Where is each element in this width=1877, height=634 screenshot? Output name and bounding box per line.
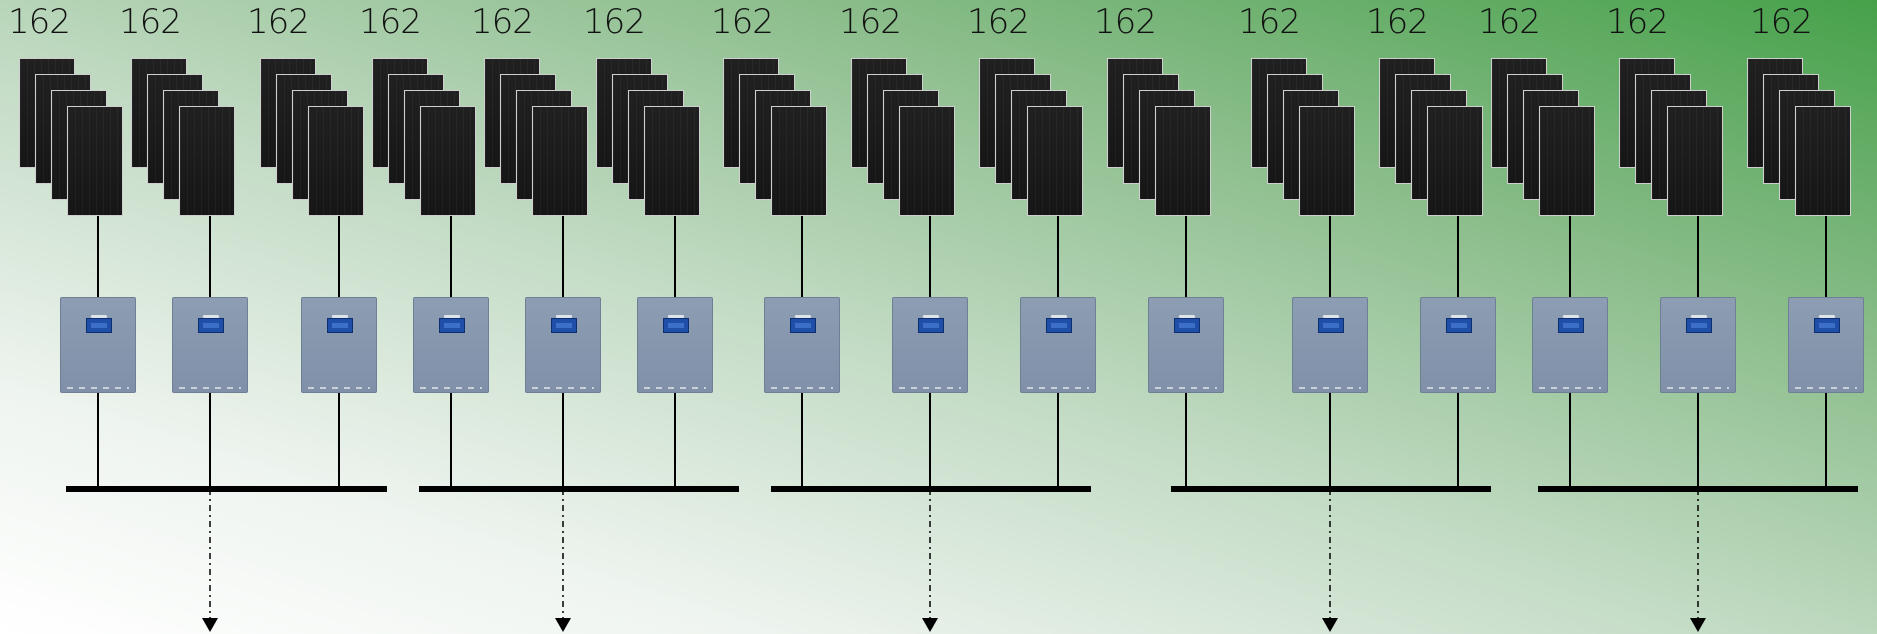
panel-count-label: 162 — [839, 2, 902, 42]
inverter-icon — [1148, 297, 1224, 393]
inverter-display-icon — [1558, 315, 1584, 333]
inverter-vent — [644, 387, 706, 389]
panel-count-label: 162 — [583, 2, 646, 42]
inverter-icon — [525, 297, 601, 393]
inverter-icon — [1292, 297, 1368, 393]
inverter-vent — [179, 387, 241, 389]
arrow-down-icon — [555, 618, 571, 632]
solar-panel-icon — [644, 106, 700, 216]
inverter-vent — [1027, 387, 1089, 389]
inverter-vent — [1155, 387, 1217, 389]
inverter-display-icon — [1686, 315, 1712, 333]
inverter-vent — [1299, 387, 1361, 389]
inverter-icon — [1532, 297, 1608, 393]
inverter-icon — [301, 297, 377, 393]
panel-count-label: 162 — [967, 2, 1030, 42]
solar-panel-icon — [1795, 106, 1851, 216]
inverter-display-icon — [86, 315, 112, 333]
solar-panel-icon — [1427, 106, 1483, 216]
inverter-icon — [637, 297, 713, 393]
solar-panel-icon — [1539, 106, 1595, 216]
panel-count-label: 162 — [711, 2, 774, 42]
inverter-icon — [892, 297, 968, 393]
inverter-vent — [67, 387, 129, 389]
arrow-down-icon — [1690, 618, 1706, 632]
inverter-display-icon — [1174, 315, 1200, 333]
panel-count-label: 162 — [1366, 2, 1429, 42]
solar-panel-icon — [771, 106, 827, 216]
inverter-icon — [1788, 297, 1864, 393]
inverter-display-icon — [1046, 315, 1072, 333]
inverter-vent — [420, 387, 482, 389]
panel-count-label: 162 — [247, 2, 310, 42]
solar-panel-icon — [1667, 106, 1723, 216]
inverter-display-icon — [663, 315, 689, 333]
panel-count-label: 162 — [1750, 2, 1813, 42]
inverter-icon — [172, 297, 248, 393]
inverter-vent — [532, 387, 594, 389]
panel-count-label: 162 — [1606, 2, 1669, 42]
inverter-display-icon — [1318, 315, 1344, 333]
inverter-display-icon — [198, 315, 224, 333]
inverter-icon — [60, 297, 136, 393]
solar-panel-icon — [1027, 106, 1083, 216]
inverter-display-icon — [1814, 315, 1840, 333]
panel-count-label: 162 — [359, 2, 422, 42]
panel-count-label: 162 — [471, 2, 534, 42]
solar-panel-icon — [899, 106, 955, 216]
panel-count-label: 162 — [1478, 2, 1541, 42]
arrow-down-icon — [202, 618, 218, 632]
inverter-display-icon — [439, 315, 465, 333]
solar-panel-icon — [420, 106, 476, 216]
inverter-vent — [1795, 387, 1857, 389]
inverter-icon — [764, 297, 840, 393]
inverter-display-icon — [551, 315, 577, 333]
inverter-vent — [1427, 387, 1489, 389]
inverter-vent — [899, 387, 961, 389]
panel-count-label: 162 — [1094, 2, 1157, 42]
inverter-display-icon — [790, 315, 816, 333]
solar-panel-icon — [179, 106, 235, 216]
solar-panel-icon — [532, 106, 588, 216]
inverter-vent — [1539, 387, 1601, 389]
inverter-icon — [1420, 297, 1496, 393]
solar-panel-icon — [1299, 106, 1355, 216]
panel-count-label: 162 — [8, 2, 71, 42]
solar-panel-icon — [67, 106, 123, 216]
inverter-vent — [1667, 387, 1729, 389]
arrow-down-icon — [1322, 618, 1338, 632]
inverter-display-icon — [327, 315, 353, 333]
solar-panel-icon — [308, 106, 364, 216]
panel-count-label: 162 — [119, 2, 182, 42]
inverter-icon — [1020, 297, 1096, 393]
inverter-icon — [413, 297, 489, 393]
solar-panel-icon — [1155, 106, 1211, 216]
inverter-display-icon — [1446, 315, 1472, 333]
panel-count-label: 162 — [1238, 2, 1301, 42]
inverter-icon — [1660, 297, 1736, 393]
inverter-vent — [308, 387, 370, 389]
arrow-down-icon — [922, 618, 938, 632]
inverter-vent — [771, 387, 833, 389]
inverter-display-icon — [918, 315, 944, 333]
